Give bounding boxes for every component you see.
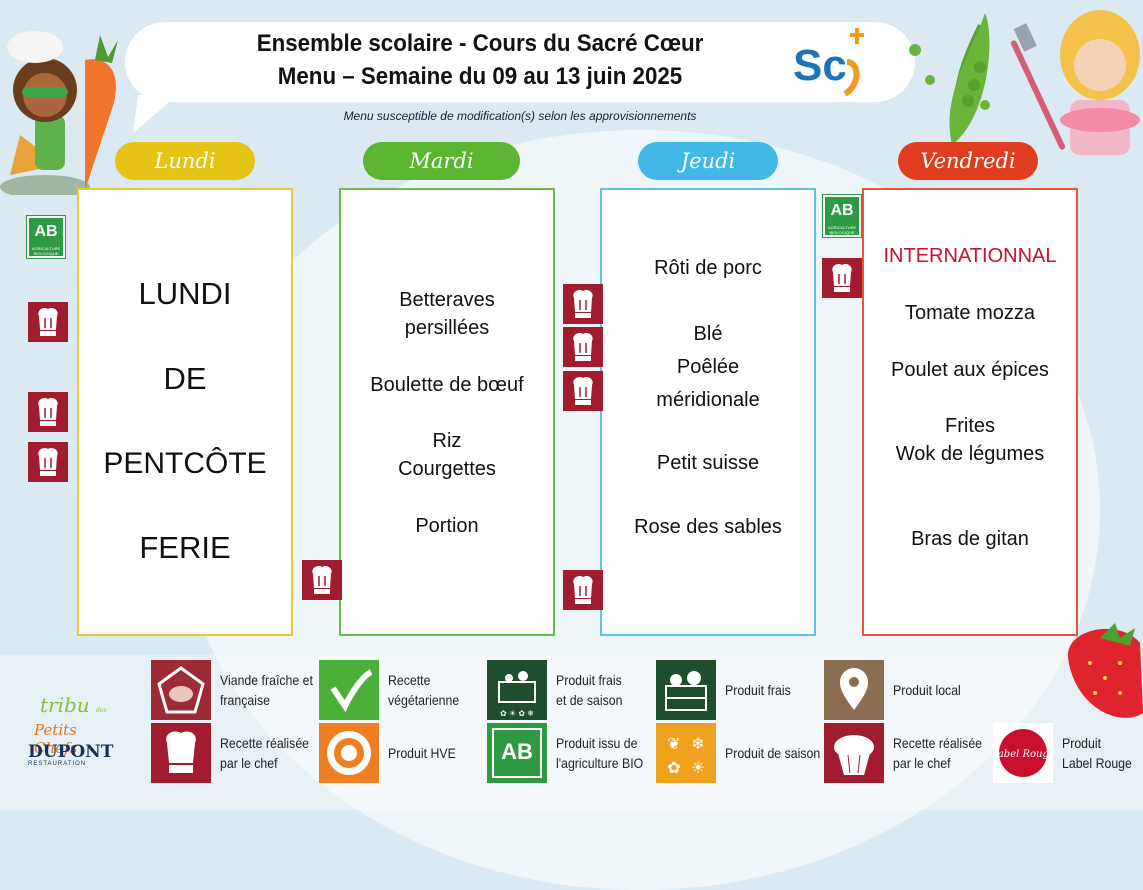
chef-hat-icon <box>28 392 68 432</box>
legend-label: Produit frais <box>725 682 791 698</box>
legend-label: Produit de saison <box>725 745 821 761</box>
crate-season-icon: ✿ ☀ ✿ ❄ <box>487 660 547 720</box>
menu-item-main: Poulet aux épices <box>891 359 1049 381</box>
crate-icon <box>656 660 716 720</box>
theme-label: INTERNATIONNAL <box>883 245 1057 267</box>
menu-item-side: Frites Wok de légumes <box>895 415 1045 465</box>
legend-label: Produit Label Rouge <box>1062 735 1132 771</box>
svg-text:✿ ☀ ✿ ❄: ✿ ☀ ✿ ❄ <box>500 709 534 718</box>
legend-label: Produit local <box>893 682 961 698</box>
lundi-line: LUNDI <box>138 276 232 311</box>
speech-tail <box>133 95 178 133</box>
legend-label: Recette réalisée par le chef <box>220 735 310 771</box>
chef-hat-icon <box>151 723 211 783</box>
strawberry-illustration <box>1067 623 1143 718</box>
header-bubble <box>125 22 915 102</box>
day-tab-vendredi: Vendredi <box>898 142 1038 180</box>
week-title: Menu – Semaine du 09 au 13 juin 2025 <box>277 63 683 90</box>
legend-label: Recette réalisée par le chef <box>893 735 983 771</box>
page-title: Ensemble scolaire - Cours du Sacré Cœur <box>256 30 704 57</box>
chef-hat-icon <box>302 560 342 600</box>
cupcake-icon <box>824 723 884 783</box>
menu-item-dairy: Petit suisse <box>656 452 760 474</box>
menu-item-starter: Tomate mozza <box>904 302 1036 324</box>
day-tab-jeudi: Jeudi <box>638 142 778 180</box>
disclaimer: Menu susceptible de modification(s) selo… <box>343 109 697 123</box>
day-tab-mardi: Mardi <box>363 142 520 180</box>
lundi-line: FERIE <box>139 530 231 565</box>
svg-text:Sc: Sc <box>793 41 847 90</box>
hve-icon <box>319 723 379 783</box>
chef-hat-icon <box>28 302 68 342</box>
tribu-petits-chefs-logo: tribu des Petits Chefs <box>34 693 107 757</box>
chef-hat-icon <box>563 284 603 324</box>
meat-icon <box>151 660 211 720</box>
location-pin-icon <box>824 660 884 720</box>
svg-text:✿: ✿ <box>667 760 680 777</box>
chef-hat-icon <box>563 570 603 610</box>
ab-icon: AB <box>487 723 547 783</box>
school-logo: Sc <box>787 22 875 100</box>
menu-item-dessert: Rose des sables <box>634 516 782 538</box>
day-tab-lundi: Lundi <box>115 142 255 180</box>
seasons-icon: ❦ ❄ ✿ ☀ <box>656 723 716 783</box>
kid-carrot-illustration <box>0 31 118 195</box>
dupont-restauration-logo: DUPONT RESTAURATION <box>28 742 114 768</box>
legend-label: Viande fraîche et française <box>220 672 313 708</box>
menu-column-jeudi: Rôti de porc Blé Poêlée méridionale Peti… <box>600 188 816 636</box>
legend-label: Recette végétarienne <box>388 672 460 708</box>
svg-text:❦: ❦ <box>667 736 680 753</box>
menu-column-vendredi: INTERNATIONNAL Tomate mozza Poulet aux é… <box>862 188 1078 636</box>
legend-label: Produit frais et de saison <box>556 672 623 708</box>
chef-hat-icon <box>563 371 603 411</box>
lundi-line: DE <box>163 361 207 396</box>
svg-text:❄: ❄ <box>691 736 704 753</box>
menu-item-starter: Betteraves persillées <box>399 289 495 339</box>
leaf-icon <box>319 660 379 720</box>
menu-item-dessert: Bras de gitan <box>911 528 1029 550</box>
svg-text:☀: ☀ <box>691 760 705 777</box>
chef-hat-icon <box>563 327 603 367</box>
legend-label: Produit issu de l'agriculture BIO <box>556 735 644 771</box>
menu-item-side: Blé Poêlée méridionale <box>656 323 760 411</box>
chef-hat-icon <box>822 258 862 298</box>
menu-item-side: Riz Courgettes <box>398 430 496 480</box>
menu-item-main: Rôti de porc <box>654 257 762 279</box>
girl-fork-peas-illustration <box>909 10 1140 155</box>
menu-item-main: Boulette de bœuf <box>370 374 524 396</box>
label-rouge-logo-text: Label Rouge <box>993 749 1053 760</box>
label-rouge-icon: Label Rouge <box>990 723 1055 783</box>
svg-text:AB: AB <box>501 739 533 764</box>
menu-item-dairy: Portion <box>415 515 479 537</box>
menu-column-mardi: Betteraves persillées Boulette de bœuf R… <box>339 188 555 636</box>
menu-column-lundi: LUNDI DE PENTCÔTE FERIE <box>77 188 293 636</box>
lundi-line: PENTCÔTE <box>103 447 267 480</box>
legend-label: Produit HVE <box>388 745 456 761</box>
chef-hat-icon <box>28 442 68 482</box>
